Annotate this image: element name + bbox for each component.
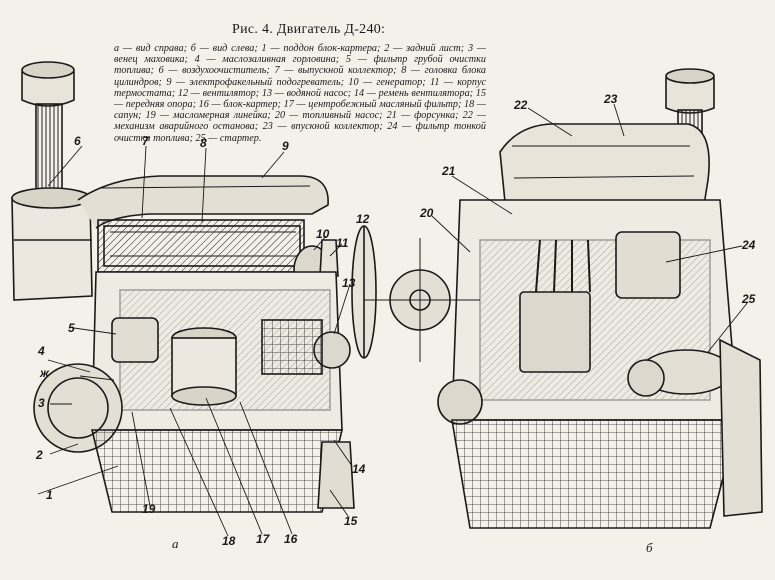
callout-13: 13 (342, 276, 356, 290)
callout-x: ж (40, 366, 49, 380)
leader-lines (37, 103, 749, 537)
view-b-label: б (646, 540, 653, 555)
callout-24: 24 (742, 238, 756, 252)
callout-19: 19 (142, 502, 156, 516)
figure-title: Рис. 4. Двигатель Д-240: (232, 22, 386, 37)
callout-1: 1 (46, 488, 53, 502)
callout-21: 21 (442, 164, 456, 178)
callout-17: 17 (256, 532, 270, 546)
view-b-engine (364, 68, 763, 529)
callout-14: 14 (352, 462, 366, 476)
callout-22: 22 (514, 98, 528, 112)
view-a-engine (11, 61, 377, 513)
callout-18: 18 (222, 534, 236, 548)
callout-20: 20 (420, 206, 434, 220)
view-a-label: а (172, 536, 179, 551)
callout-6: 6 (74, 134, 81, 148)
callout-5: 5 (68, 321, 75, 335)
callout-25: 25 (742, 292, 756, 306)
callout-15: 15 (344, 514, 358, 528)
callout-2: 2 (36, 448, 43, 462)
callout-7: 7 (142, 134, 149, 148)
callout-10: 10 (316, 227, 330, 241)
callout-4: 4 (38, 344, 45, 358)
figure-legend: а — вид справа; б — вид слева; 1 — поддо… (114, 43, 486, 144)
callout-23: 23 (604, 92, 618, 106)
callout-11: 11 (336, 236, 349, 250)
callout-16: 16 (284, 532, 298, 546)
callout-12: 12 (356, 212, 370, 226)
callout-3: 3 (38, 396, 45, 410)
callout-9: 9 (282, 139, 289, 153)
callout-8: 8 (200, 136, 207, 150)
